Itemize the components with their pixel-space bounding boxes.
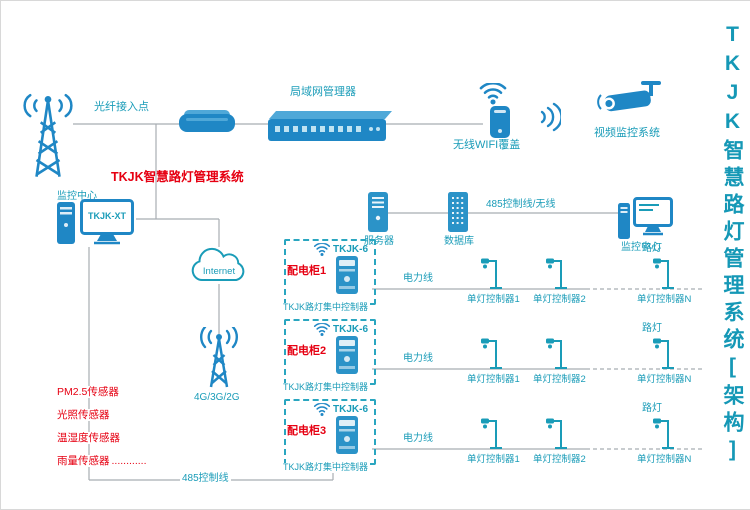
- controller-label: TKJK路灯集中控制器: [281, 382, 371, 393]
- street-light-icon: [541, 415, 571, 449]
- device-model-label: TKJK-6: [333, 244, 369, 255]
- control-line-label: 485控制线/无线: [484, 199, 558, 210]
- lamp-label: 路灯: [642, 403, 662, 414]
- system-name-label: TKJK智慧路灯管理系统: [111, 170, 244, 184]
- radio-tower-icon: [23, 93, 73, 177]
- light-controller-label: 单灯控制器2: [533, 454, 586, 465]
- cabinet-label: 配电柜1: [287, 265, 327, 277]
- cctv-camera-icon: [597, 81, 661, 112]
- lan-manager-label: 局域网管理器: [290, 86, 356, 98]
- cabinet-device-icon: [335, 255, 359, 295]
- video-system-label: 视频监控系统: [594, 127, 660, 139]
- cellular-antenna-icon: [200, 327, 238, 388]
- light-controller-label: 单灯控制器N: [637, 294, 692, 305]
- light-controller-label: 单灯控制器N: [637, 374, 692, 385]
- power-line-label: 电力线: [403, 353, 433, 364]
- switch-icon: [268, 111, 392, 141]
- controller-label: TKJK路灯集中控制器: [281, 462, 371, 473]
- light-controller-label: 单灯控制器1: [467, 294, 520, 305]
- wifi-icon: [313, 323, 331, 337]
- controller-label: TKJK路灯集中控制器: [281, 302, 371, 313]
- monitor-icon: [80, 199, 134, 245]
- light-controller-label: 单灯控制器2: [533, 374, 586, 385]
- sensor-label: PM2.5传感器: [55, 386, 121, 398]
- street-light-icon: [476, 415, 506, 449]
- sensor-list: PM2.5传感器 光照传感器 温湿度传感器 雨量传感器............: [55, 383, 147, 468]
- wifi-icon: [313, 243, 331, 257]
- light-controller-label: 单灯控制器N: [637, 454, 692, 465]
- pc-tower-icon: [618, 203, 630, 239]
- street-light-icon: [476, 255, 506, 289]
- sensor-label: 雨量传感器: [55, 455, 112, 467]
- monitor-center-label: 监控中心: [57, 191, 97, 202]
- internet-cloud: Internet: [187, 242, 251, 288]
- light-controller-label: 单灯控制器2: [533, 294, 586, 305]
- wifi-icon: [313, 403, 331, 417]
- cabinet-label: 配电柜2: [287, 345, 327, 357]
- light-controller-label: 单灯控制器1: [467, 374, 520, 385]
- monitor-icon: [633, 197, 673, 236]
- fiber-access-label: 光纤接入点: [94, 101, 149, 113]
- cloud-icon: [191, 247, 245, 281]
- page-title: TKJK智慧路灯管理系统[架构]: [721, 23, 744, 467]
- wifi-coverage-label: 无线WIFI覆盖: [453, 139, 521, 151]
- cellular-label: 4G/3G/2G: [194, 392, 240, 403]
- street-light-icon: [541, 255, 571, 289]
- pc-tower-icon: [57, 202, 75, 244]
- lamp-label: 路灯: [642, 243, 662, 254]
- power-line-label: 电力线: [403, 433, 433, 444]
- control-host: TKJK-XT: [80, 199, 134, 245]
- database-icon: [448, 192, 468, 232]
- sensor-dots: ............: [111, 455, 147, 467]
- cabinet-device-icon: [335, 415, 359, 455]
- device-model-label: TKJK-6: [333, 404, 369, 415]
- street-light-icon: [648, 415, 678, 449]
- internet-label: Internet: [202, 266, 236, 277]
- lamp-label: 路灯: [642, 323, 662, 334]
- street-light-icon: [648, 335, 678, 369]
- server-label: 服务器: [364, 236, 394, 247]
- sensor-label: 光照传感器: [55, 409, 112, 421]
- light-controller-label: 单灯控制器1: [467, 454, 520, 465]
- street-light-icon: [648, 255, 678, 289]
- device-model-label: TKJK-6: [333, 324, 369, 335]
- wifi-icon: [478, 83, 508, 106]
- monitor-center-label: 监控中心: [621, 242, 661, 253]
- cabinet-label: 配电柜3: [287, 425, 327, 437]
- database-label: 数据库: [444, 236, 474, 247]
- street-light-icon: [541, 335, 571, 369]
- router-icon: [179, 110, 235, 132]
- server-icon: [368, 192, 388, 232]
- host-model-label: TKJK-XT: [88, 211, 126, 221]
- wireless-ap-icon: [490, 106, 510, 138]
- street-light-icon: [476, 335, 506, 369]
- power-line-label: 电力线: [403, 273, 433, 284]
- sensor-label: 温湿度传感器: [55, 432, 122, 444]
- sound-waves-icon: [540, 102, 561, 132]
- bus-line-label: 485控制线: [180, 473, 231, 484]
- cabinet-device-icon: [335, 335, 359, 375]
